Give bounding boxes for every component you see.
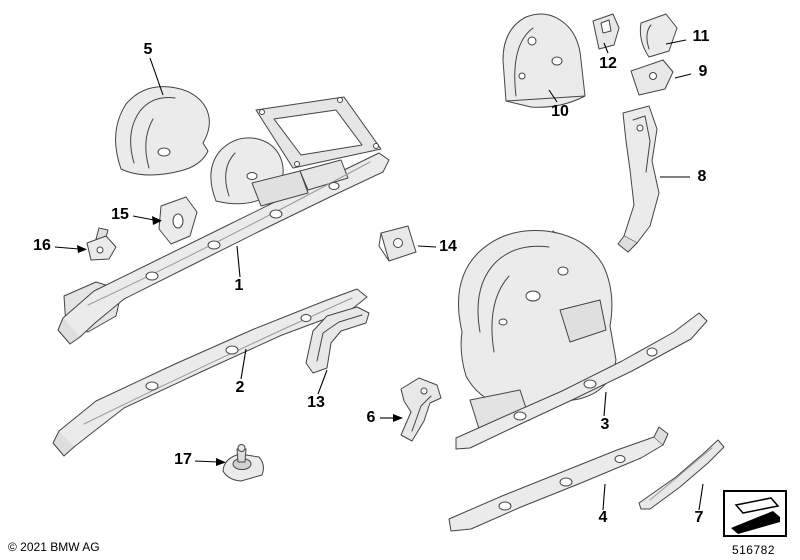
part-shape-3: [455, 229, 708, 450]
callout-11[interactable]: 11: [692, 28, 710, 45]
part-shape-11: [639, 13, 678, 58]
leader-lines: [54, 39, 704, 511]
callout-10[interactable]: 10: [551, 103, 569, 120]
diagram-number: 516782: [731, 543, 775, 557]
part-shape-5: [115, 86, 210, 176]
part-shape-9: [630, 59, 674, 96]
part-shape-4: [448, 426, 669, 532]
sheet-direction-icon[interactable]: [723, 490, 787, 537]
callout-1[interactable]: 1: [234, 277, 244, 294]
callout-6[interactable]: 6: [366, 409, 376, 426]
part-shape-7: [638, 439, 725, 510]
callout-2[interactable]: 2: [235, 379, 245, 396]
callout-3[interactable]: 3: [600, 416, 610, 433]
callout-8[interactable]: 8: [697, 168, 707, 185]
callout-5[interactable]: 5: [143, 41, 153, 58]
part-shape-14: [378, 225, 417, 262]
callout-9[interactable]: 9: [698, 63, 708, 80]
callout-15[interactable]: 15: [111, 206, 129, 223]
callout-17[interactable]: 17: [174, 451, 192, 468]
part-shape-8: [617, 105, 660, 253]
part-shape-6: [400, 377, 442, 442]
part-shape-1-rail: [57, 152, 390, 345]
part-shape-17: [222, 444, 264, 482]
part-shape-1-frame: [255, 96, 382, 169]
part-shape-15: [158, 196, 198, 245]
callout-12[interactable]: 12: [599, 55, 617, 72]
callout-7[interactable]: 7: [694, 509, 704, 526]
sheet-direction-icon-graphic: [723, 490, 787, 537]
copyright-text: © 2021 BMW AG: [8, 540, 100, 554]
part-shape-16: [86, 227, 117, 261]
callout-14[interactable]: 14: [439, 238, 457, 255]
part-shape-12: [592, 13, 620, 50]
leader-arrowheads: [77, 216, 403, 466]
part-shape-13: [305, 306, 370, 374]
part-shape-10: [502, 13, 586, 108]
callout-13[interactable]: 13: [307, 394, 325, 411]
callout-16[interactable]: 16: [33, 237, 51, 254]
callout-4[interactable]: 4: [598, 509, 608, 526]
